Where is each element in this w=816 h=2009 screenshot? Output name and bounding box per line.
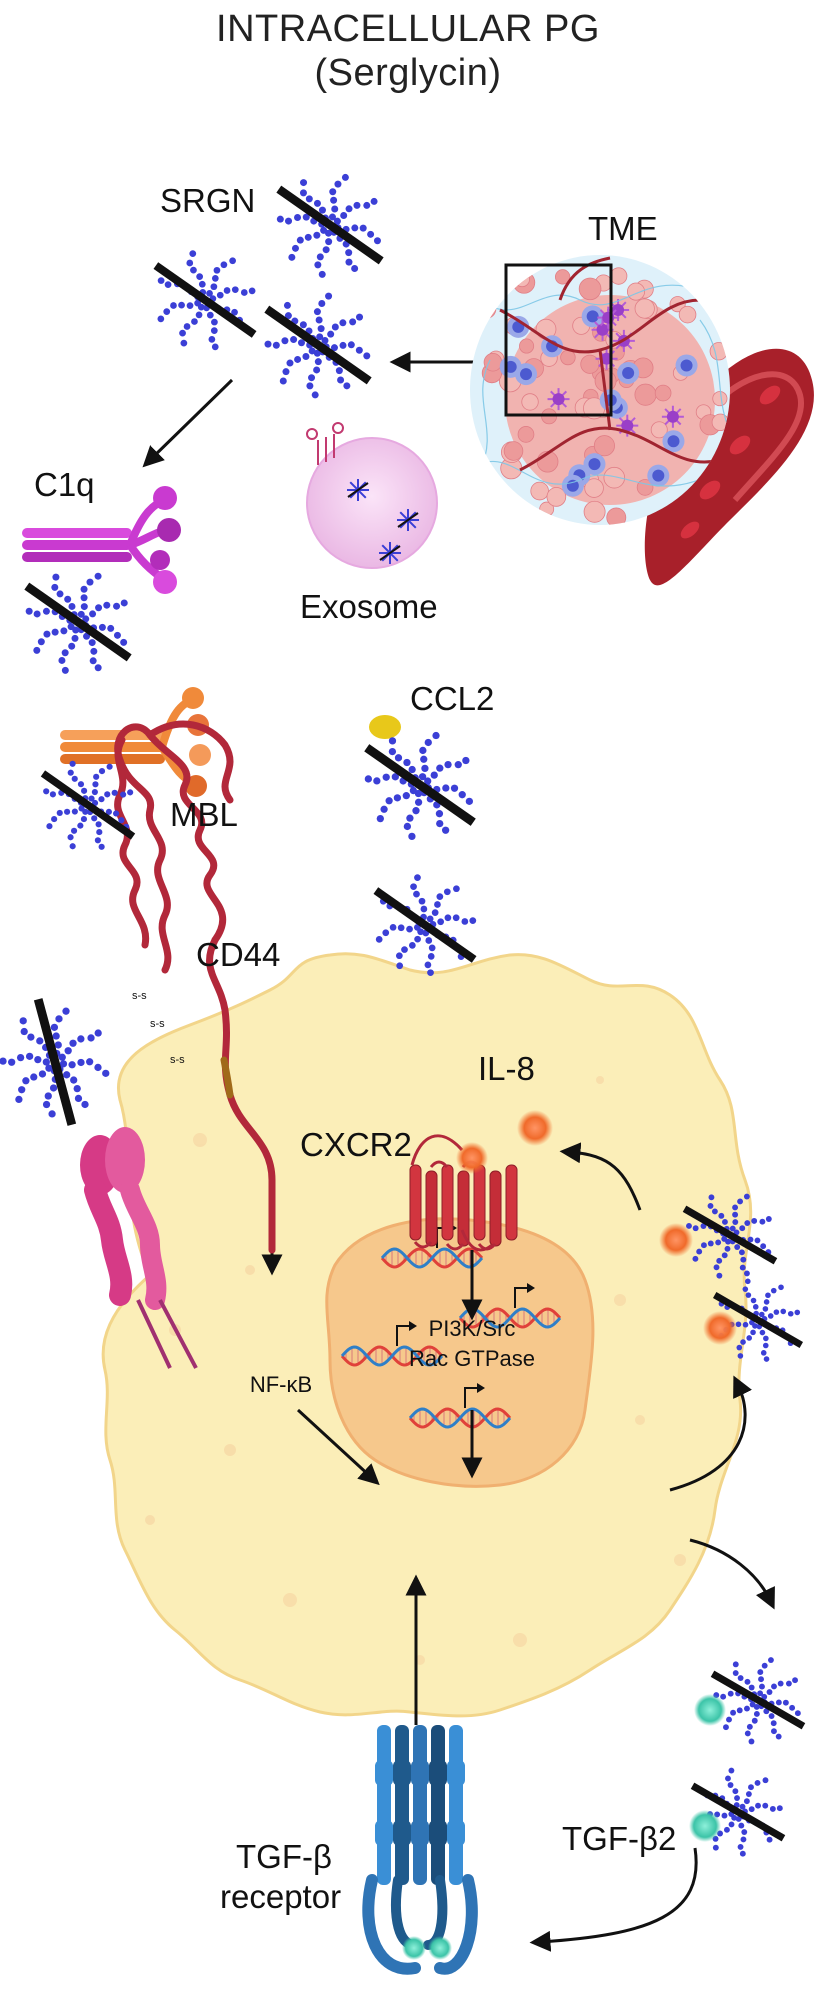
tgfb2-on-srgn-2 xyxy=(689,1810,721,1842)
proteoglycan-srgn-3 xyxy=(264,292,372,399)
arrow-srgn-to-c1q xyxy=(142,378,234,468)
exosome-icon xyxy=(306,422,438,569)
dna-group xyxy=(340,1223,562,1429)
dna-icon-3 xyxy=(340,1321,444,1367)
label-srgn: SRGN xyxy=(160,182,256,219)
label-ccl2: CCL2 xyxy=(410,680,495,717)
proteoglycan-free xyxy=(373,874,477,977)
tme-zoom-box xyxy=(504,263,613,417)
proteoglycan-tgfb2-1 xyxy=(710,1657,806,1745)
c1q-icon xyxy=(22,486,181,594)
dna-icon-4 xyxy=(408,1383,512,1429)
il8-on-srgn-2 xyxy=(703,1311,737,1345)
il8-on-srgn-1 xyxy=(659,1223,693,1257)
label-tme: TME xyxy=(588,210,658,247)
label-c1q: C1q xyxy=(34,466,95,503)
label-il8: IL-8 xyxy=(478,1050,535,1087)
ccl2-ligand xyxy=(369,715,401,739)
arrow-secretion-right xyxy=(689,1538,775,1610)
arrow-to-il8 xyxy=(559,1142,642,1211)
label-nfkb: NF-κB xyxy=(249,1372,313,1397)
title-line1: INTRACELLULAR PG xyxy=(216,8,600,50)
label-mbl: MBL xyxy=(170,796,238,833)
arrow-nfkb-to-nucleus xyxy=(296,1408,380,1486)
tgfb2-on-srgn-1 xyxy=(694,1694,726,1726)
label-pi3k: PI3K/Src xyxy=(428,1316,516,1341)
label-tgfb-receptor-2: receptor xyxy=(220,1878,342,1915)
proteoglycan-group xyxy=(0,173,806,1857)
arrow-secretion-up xyxy=(669,1375,753,1492)
label-rac: Rac GTPase xyxy=(409,1346,535,1371)
arrow-tgfb2-to-receptor xyxy=(529,1847,698,1952)
membrane-receptor-icon xyxy=(80,1127,198,1369)
il8-ligand-free xyxy=(517,1110,553,1146)
exosome-cargo xyxy=(347,479,419,564)
proteoglycan-tgfb2-2 xyxy=(690,1767,786,1857)
label-cd44: CD44 xyxy=(196,936,281,973)
arrows xyxy=(142,351,775,1952)
label-tgfb-receptor-1: TGF-β xyxy=(236,1838,332,1875)
tgf-beta-receptor-icon xyxy=(362,1725,478,1975)
proteoglycan-c1q xyxy=(24,572,132,674)
proteoglycan-il8-2 xyxy=(712,1278,804,1362)
mbl-icon xyxy=(60,687,211,797)
proteoglycan-il8-1 xyxy=(682,1193,778,1279)
proteoglycan-srgn-2 xyxy=(153,250,257,351)
label-disulfide-1: s-s xyxy=(132,990,147,1002)
proteoglycan-mbl xyxy=(40,760,136,850)
cd44-icon xyxy=(114,720,276,1254)
proteoglycan-cd44 xyxy=(0,998,110,1126)
proteoglycan-srgn-1 xyxy=(276,173,384,278)
il8-ligand xyxy=(456,1142,488,1174)
label-tgfb2: TGF-β2 xyxy=(562,1820,677,1857)
tme-tissue-icon xyxy=(470,255,814,586)
label-disulfide-3: s-s xyxy=(170,1054,185,1066)
label-cxcr2: CXCR2 xyxy=(300,1126,412,1163)
proteoglycan-ccl2 xyxy=(364,731,476,841)
label-exosome: Exosome xyxy=(300,588,438,625)
title-line2: (Serglycin) xyxy=(314,52,502,94)
label-disulfide-2: s-s xyxy=(150,1018,165,1030)
